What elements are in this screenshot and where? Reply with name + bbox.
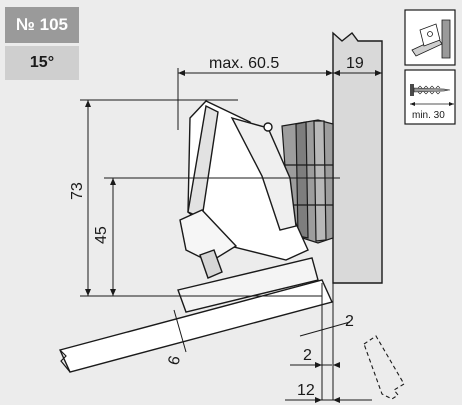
dimension-height-total: 73 (69, 182, 86, 200)
dimension-panel-thickness: 6 (165, 354, 184, 367)
hinge-arm (179, 100, 309, 279)
dimension-gap-a: 2 (345, 313, 354, 330)
dimension-lines (80, 68, 383, 401)
door-break-mark (59, 349, 71, 373)
dimension-offset: 12 (297, 382, 315, 399)
angle-badge: 15° (5, 46, 79, 80)
dimension-door-thickness: 19 (346, 55, 364, 72)
cabinet-side-panel (332, 31, 383, 284)
dimension-height-partial: 45 (93, 226, 110, 244)
screw-icon: min. 30 (404, 69, 456, 125)
dimension-gap-b: 2 (303, 347, 312, 364)
door-swing-outline (363, 335, 405, 400)
screw-length-label: min. 30 (412, 110, 445, 121)
door-panel (59, 279, 333, 373)
dimension-arrows (85, 70, 382, 403)
dimension-max-width: max. 60.5 (209, 55, 279, 72)
hinge-mounting-icon (404, 9, 456, 66)
product-number-badge: № 105 (5, 7, 79, 43)
hinge-base-plate (177, 257, 319, 313)
